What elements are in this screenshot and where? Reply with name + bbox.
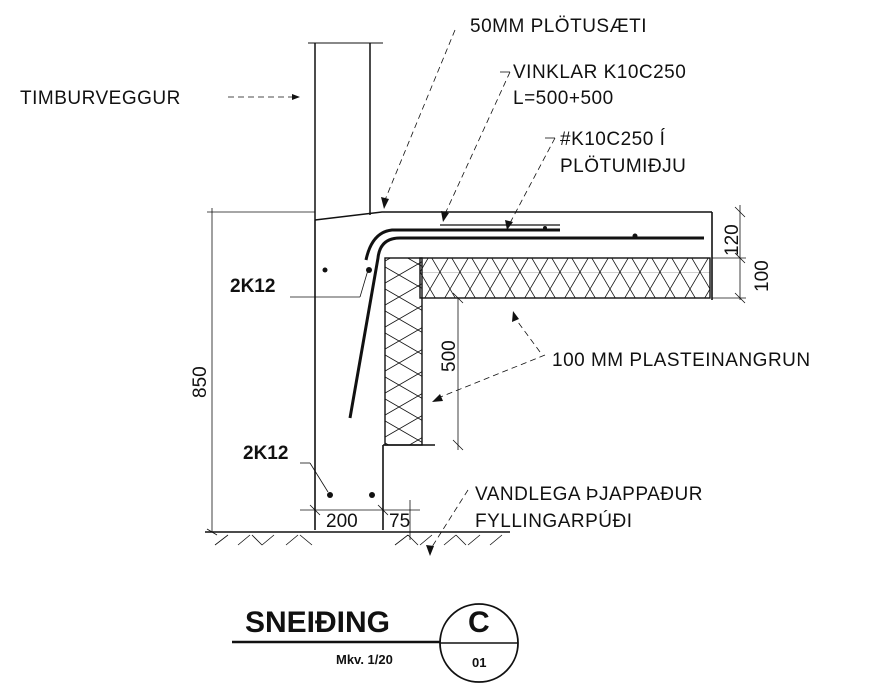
label-mesh-2: PLÖTUMIÐJU [560, 156, 686, 177]
label-angles-2: L=500+500 [513, 88, 614, 109]
section-title: SNEIÐING [245, 606, 390, 639]
dim-75: 75 [389, 511, 410, 532]
insulation-horizontal [419, 257, 711, 299]
label-mesh-1: #K10C250 Í [560, 129, 666, 150]
rebar-angle [348, 224, 704, 419]
sheet-number: 01 [472, 655, 486, 670]
section-letter: C [468, 606, 490, 639]
label-base-plate: 50MM PLÖTUSÆTI [470, 16, 647, 37]
label-rebar-lower: 2K12 [243, 443, 288, 464]
dim-200: 200 [326, 511, 358, 532]
ground-line [205, 531, 510, 546]
label-angles-1: VINKLAR K10C250 [513, 62, 686, 83]
timber-wall [308, 42, 383, 220]
insulation-vertical [384, 257, 423, 446]
title-block: SNEIÐING Mkv. 1/20 C 01 [232, 603, 519, 683]
dim-100: 100 [752, 260, 773, 292]
dimension-lines [206, 205, 746, 540]
label-rebar-upper: 2K12 [230, 276, 275, 297]
dim-120: 120 [722, 224, 743, 256]
concrete-outline [314, 211, 713, 530]
label-fill-1: VANDLEGA ÞJAPPAÐUR [475, 484, 703, 505]
leader-lines [228, 29, 556, 556]
dim-850: 850 [190, 366, 211, 398]
label-wall: TIMBURVEGGUR [20, 88, 181, 109]
label-insulation: 100 MM PLASTEINANGRUN [552, 350, 811, 371]
scale-text: Mkv. 1/20 [336, 652, 393, 667]
dim-500: 500 [439, 340, 460, 372]
label-fill-2: FYLLINGARPÚÐI [475, 510, 632, 532]
rebar-bottom [322, 267, 375, 498]
